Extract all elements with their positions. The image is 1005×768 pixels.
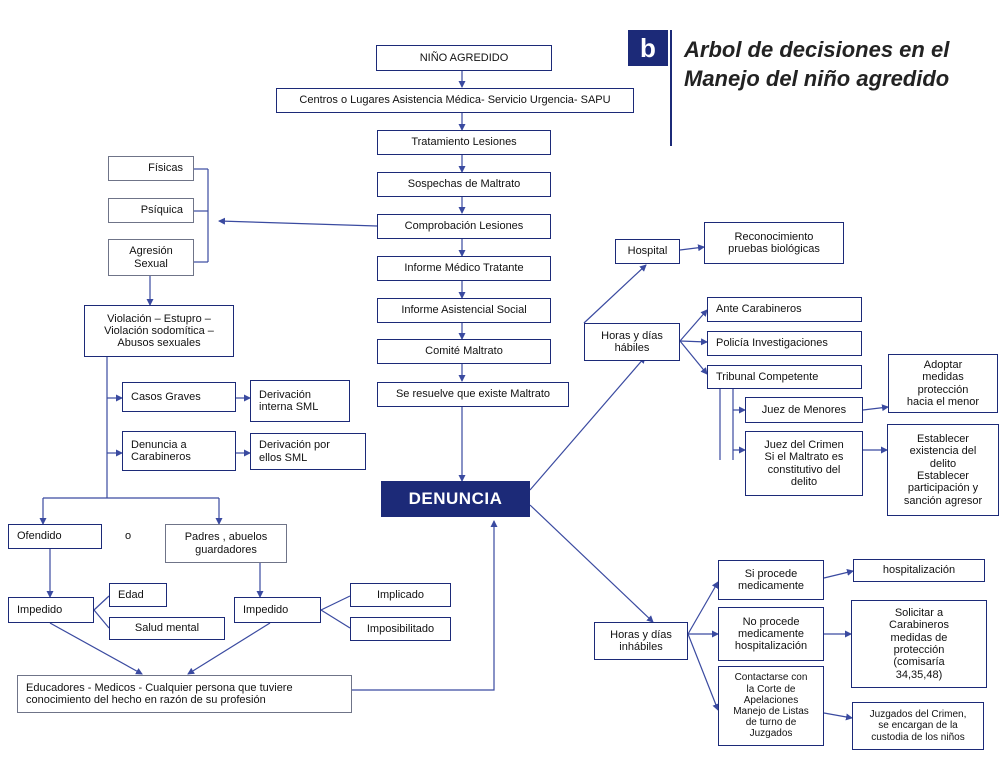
- node-impedido-ofendido: Impedido: [8, 597, 94, 623]
- node-ofendido: Ofendido: [8, 524, 102, 549]
- node-contactarse-corte: Contactarse con la Corte de Apelaciones …: [718, 666, 824, 746]
- node-horas-habiles: Horas y días hábiles: [584, 323, 680, 361]
- node-si-procede: Si procede medicamente: [718, 560, 824, 600]
- node-casos-graves: Casos Graves: [122, 382, 236, 412]
- node-juez-crimen: Juez del Crimen Si el Maltrato es consti…: [745, 431, 863, 496]
- node-agresion-sexual: Agresión Sexual: [108, 239, 194, 276]
- node-policia-investigaciones: Policía Investigaciones: [707, 331, 862, 356]
- node-hospital: Hospital: [615, 239, 680, 264]
- node-nino-agredido: NIÑO AGREDIDO: [376, 45, 552, 71]
- node-ante-carabineros: Ante Carabineros: [707, 297, 862, 322]
- node-informe-medico: Informe Médico Tratante: [377, 256, 551, 281]
- node-impedido-padres: Impedido: [234, 597, 321, 623]
- node-establecer-delito: Establecer existencia del delito Estable…: [887, 424, 999, 516]
- node-salud-mental: Salud mental: [109, 617, 225, 640]
- node-padres-abuelos: Padres , abuelos guardadores: [165, 524, 287, 563]
- node-denuncia-carabineros: Denuncia a Carabineros: [122, 431, 236, 471]
- node-edad: Edad: [109, 583, 167, 607]
- node-educadores: Educadores - Medicos - Cualquier persona…: [17, 675, 352, 713]
- node-sospechas-maltrato: Sospechas de Maltrato: [377, 172, 551, 197]
- node-psiquica: Psíquica: [108, 198, 194, 223]
- node-horas-inhabiles: Horas y días inhábiles: [594, 622, 688, 660]
- node-denuncia: DENUNCIA: [381, 481, 530, 517]
- node-no-procede: No procede medicamente hospitalización: [718, 607, 824, 661]
- node-comprobacion-lesiones: Comprobación Lesiones: [377, 214, 551, 239]
- diagram-title: Arbol de decisiones en el Manejo del niñ…: [684, 37, 950, 91]
- node-juez-menores: Juez de Menores: [745, 397, 863, 423]
- node-violacion: Violación – Estupro – Violación sodomíti…: [84, 305, 234, 357]
- node-reconocimiento: Reconocimiento pruebas biológicas: [704, 222, 844, 264]
- node-imposibilitado: Imposibilitado: [350, 617, 451, 641]
- label-o: o: [125, 530, 132, 542]
- node-informe-asistencial: Informe Asistencial Social: [377, 298, 551, 323]
- node-comite-maltrato: Comité Maltrato: [377, 339, 551, 364]
- node-centros-asistencia: Centros o Lugares Asistencia Médica- Ser…: [276, 88, 634, 113]
- title-divider: [670, 30, 672, 146]
- figure-badge: b: [628, 30, 668, 66]
- node-adoptar-medidas: Adoptar medidas protección hacia el meno…: [888, 354, 998, 413]
- node-se-resuelve: Se resuelve que existe Maltrato: [377, 382, 569, 407]
- node-tribunal-competente: Tribunal Competente: [707, 365, 862, 389]
- node-juzgados-crimen: Juzgados del Crimen, se encargan de la c…: [852, 702, 984, 750]
- node-tratamiento-lesiones: Tratamiento Lesiones: [377, 130, 551, 155]
- node-hospitalizacion: hospitalización: [853, 559, 985, 582]
- node-derivacion-ellos: Derivación por ellos SML: [250, 433, 366, 470]
- node-fisicas: Físicas: [108, 156, 194, 181]
- node-implicado: Implicado: [350, 583, 451, 607]
- node-derivacion-interna: Derivación interna SML: [250, 380, 350, 422]
- node-solicitar-carabineros: Solicitar a Carabineros medidas de prote…: [851, 600, 987, 688]
